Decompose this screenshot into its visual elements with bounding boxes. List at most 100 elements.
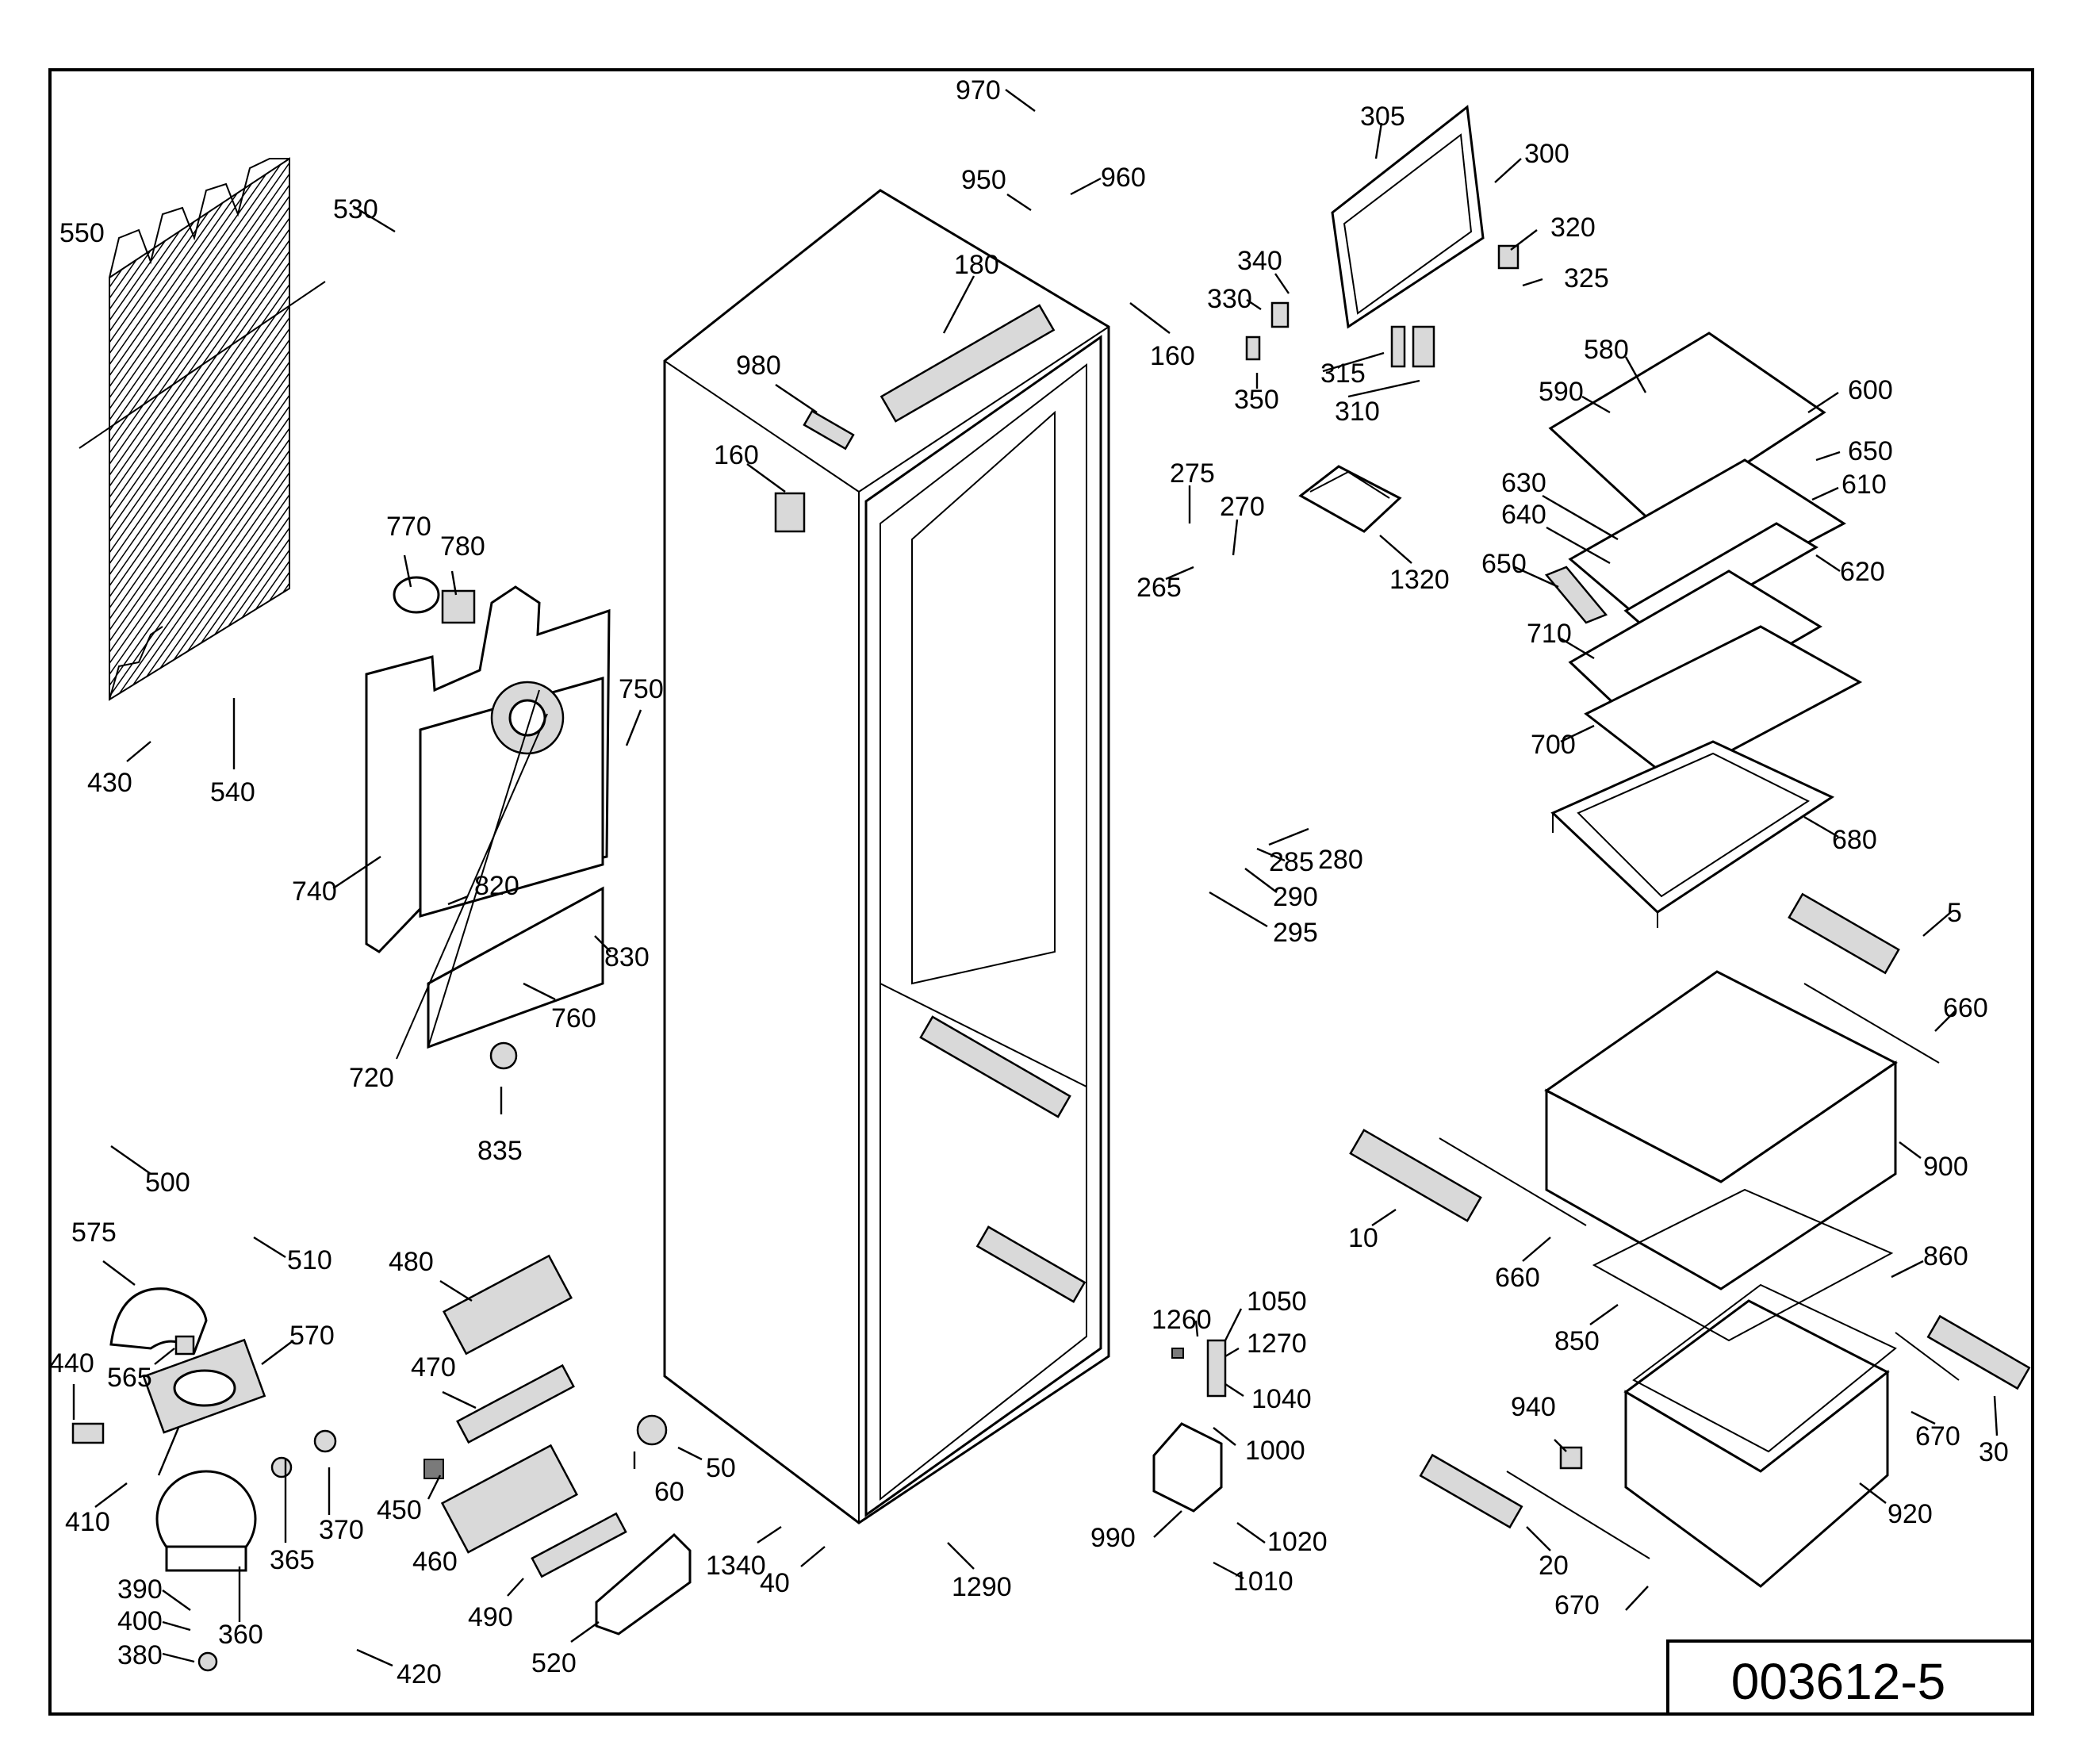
callout-1340: 1340 bbox=[706, 1551, 766, 1581]
callout-650-right: 650 bbox=[1848, 436, 1893, 466]
callout-970: 970 bbox=[956, 75, 1001, 105]
callout-1290: 1290 bbox=[952, 1572, 1012, 1602]
callout-330: 330 bbox=[1207, 284, 1252, 314]
callout-5: 5 bbox=[1947, 898, 1962, 928]
callout-labels: 970 960 950 180 160 980 160 305 300 320 … bbox=[49, 75, 2009, 1689]
callout-300: 300 bbox=[1524, 139, 1569, 169]
callout-365: 365 bbox=[270, 1545, 315, 1575]
callout-1270: 1270 bbox=[1247, 1329, 1307, 1359]
callout-10: 10 bbox=[1348, 1223, 1378, 1253]
callout-500: 500 bbox=[145, 1168, 190, 1198]
callout-285: 285 bbox=[1269, 847, 1314, 877]
callout-770: 770 bbox=[386, 512, 431, 542]
callout-320: 320 bbox=[1550, 213, 1596, 243]
callout-720: 720 bbox=[349, 1063, 394, 1093]
callout-660-right: 660 bbox=[1943, 993, 1988, 1023]
callout-290: 290 bbox=[1273, 882, 1318, 912]
callout-450: 450 bbox=[377, 1495, 422, 1525]
callout-340: 340 bbox=[1237, 246, 1282, 276]
callout-60: 60 bbox=[654, 1477, 684, 1507]
callout-315: 315 bbox=[1320, 359, 1366, 389]
document-number: 003612-5 bbox=[1731, 1653, 1945, 1710]
callout-1320: 1320 bbox=[1389, 565, 1450, 595]
callout-470: 470 bbox=[411, 1352, 456, 1382]
callout-640: 640 bbox=[1501, 500, 1546, 530]
callout-280: 280 bbox=[1318, 845, 1363, 875]
callout-510: 510 bbox=[287, 1245, 332, 1275]
callout-295: 295 bbox=[1273, 918, 1318, 948]
callout-370: 370 bbox=[319, 1515, 364, 1545]
callout-270: 270 bbox=[1220, 492, 1265, 522]
callout-820: 820 bbox=[474, 871, 519, 901]
part-cabinet bbox=[663, 189, 1110, 1524]
callout-960: 960 bbox=[1101, 163, 1146, 193]
callout-160-left: 160 bbox=[714, 440, 759, 470]
callout-305: 305 bbox=[1360, 102, 1405, 132]
callout-940: 940 bbox=[1511, 1392, 1556, 1422]
callout-920: 920 bbox=[1887, 1499, 1933, 1529]
drawing-border bbox=[48, 68, 2034, 1716]
callout-160-right: 160 bbox=[1150, 341, 1195, 371]
callout-850: 850 bbox=[1554, 1326, 1600, 1356]
callout-580: 580 bbox=[1584, 335, 1629, 365]
callout-565: 565 bbox=[107, 1363, 152, 1393]
callout-265: 265 bbox=[1136, 573, 1182, 603]
callout-900: 900 bbox=[1923, 1152, 1968, 1182]
callout-570: 570 bbox=[289, 1321, 335, 1351]
callout-680: 680 bbox=[1832, 825, 1877, 855]
title-block bbox=[1666, 1639, 2034, 1716]
callout-670-right: 670 bbox=[1915, 1421, 1960, 1451]
callout-360: 360 bbox=[218, 1620, 263, 1650]
callout-440: 440 bbox=[49, 1348, 94, 1379]
callout-390: 390 bbox=[117, 1574, 163, 1605]
callout-620: 620 bbox=[1840, 557, 1885, 587]
part-egg-tray bbox=[1298, 465, 1402, 533]
callout-480: 480 bbox=[389, 1247, 434, 1277]
callout-380: 380 bbox=[117, 1640, 163, 1670]
callout-650-left: 650 bbox=[1481, 549, 1527, 579]
callout-750: 750 bbox=[619, 674, 664, 704]
callout-660-mid: 660 bbox=[1495, 1263, 1540, 1293]
part-crisper-drawers bbox=[1349, 892, 2031, 1588]
part-fan-cover bbox=[365, 576, 611, 1060]
callout-400: 400 bbox=[117, 1606, 163, 1636]
callout-410: 410 bbox=[65, 1507, 110, 1537]
callout-1050: 1050 bbox=[1247, 1287, 1307, 1317]
callout-1000: 1000 bbox=[1245, 1436, 1305, 1466]
callout-980: 980 bbox=[736, 351, 781, 381]
callout-990: 990 bbox=[1090, 1523, 1136, 1553]
callout-1010: 1010 bbox=[1233, 1567, 1293, 1597]
callout-710: 710 bbox=[1527, 619, 1572, 649]
callout-700: 700 bbox=[1531, 730, 1576, 760]
callout-590: 590 bbox=[1539, 377, 1584, 407]
callout-860: 860 bbox=[1923, 1241, 1968, 1271]
callout-30: 30 bbox=[1979, 1437, 2009, 1467]
callout-610: 610 bbox=[1841, 470, 1887, 500]
parts-artwork bbox=[71, 105, 2031, 1672]
part-condenser bbox=[79, 157, 326, 701]
part-hinge bbox=[1152, 1339, 1227, 1513]
callout-420: 420 bbox=[397, 1659, 442, 1689]
callout-1040: 1040 bbox=[1251, 1384, 1312, 1414]
callout-575: 575 bbox=[71, 1218, 117, 1248]
callout-550: 550 bbox=[59, 218, 105, 248]
callout-350: 350 bbox=[1234, 385, 1279, 415]
leader-lines bbox=[72, 89, 1999, 1667]
callout-530: 530 bbox=[333, 194, 378, 224]
callout-950: 950 bbox=[961, 165, 1006, 195]
callout-40: 40 bbox=[760, 1568, 790, 1598]
callout-460: 460 bbox=[412, 1547, 458, 1577]
callout-490: 490 bbox=[468, 1602, 513, 1632]
callout-600: 600 bbox=[1848, 375, 1893, 405]
callout-50: 50 bbox=[706, 1453, 736, 1483]
callout-830: 830 bbox=[604, 942, 650, 972]
callout-20: 20 bbox=[1539, 1551, 1569, 1581]
callout-630: 630 bbox=[1501, 468, 1546, 498]
part-compressor bbox=[71, 1287, 266, 1572]
callout-310: 310 bbox=[1335, 397, 1380, 427]
callout-760: 760 bbox=[551, 1003, 596, 1033]
part-door bbox=[1245, 105, 1520, 368]
callout-740: 740 bbox=[292, 876, 337, 907]
callout-325: 325 bbox=[1564, 263, 1609, 293]
callout-1020: 1020 bbox=[1267, 1527, 1328, 1557]
